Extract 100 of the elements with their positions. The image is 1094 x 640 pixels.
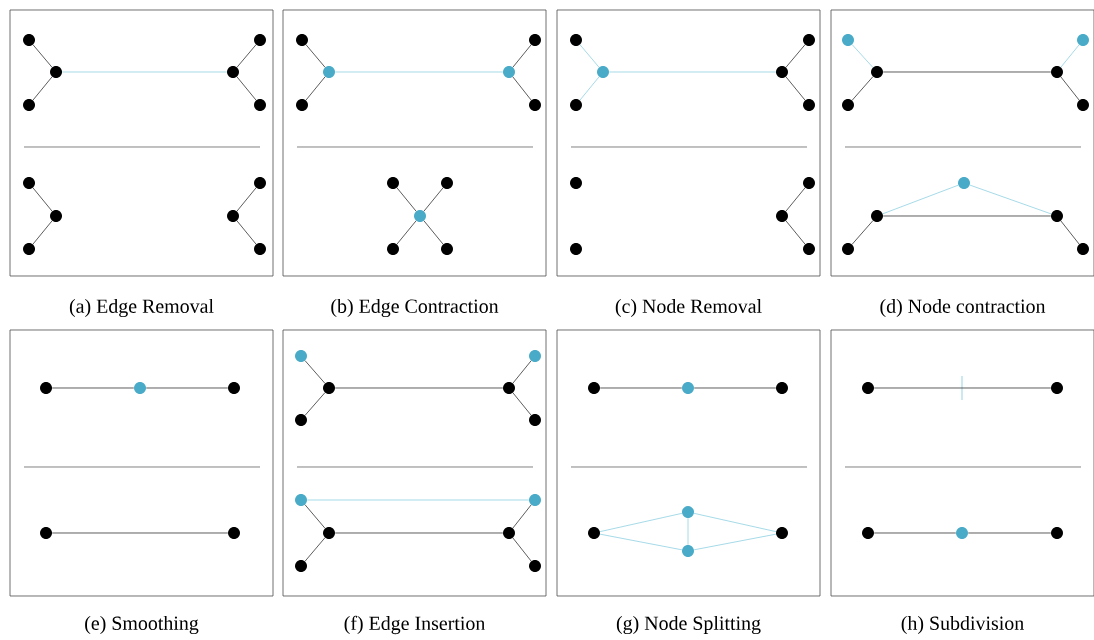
graph-node (503, 382, 515, 394)
graph-node (387, 243, 399, 255)
graph-node (503, 527, 515, 539)
graph-node (23, 99, 35, 111)
graph-node (862, 527, 874, 539)
graph-node (529, 494, 541, 506)
panel-label: (a) Edge Removal (69, 298, 214, 318)
graph-edge (396, 220, 417, 245)
graph-edge (304, 504, 326, 529)
panel-label: (d) Node contraction (880, 298, 1046, 317)
graph-node (529, 414, 541, 426)
graph-edge (32, 44, 53, 68)
graph-node (682, 382, 694, 394)
graph-node (227, 210, 239, 222)
graph-node (295, 494, 307, 506)
graph-edge (785, 187, 806, 212)
panel-label: (b) Edge Contraction (331, 298, 499, 318)
graph-edge (512, 76, 532, 101)
graph-node (570, 34, 582, 46)
graph-node (323, 527, 335, 539)
graph-edge (579, 44, 600, 68)
graph-node (254, 34, 266, 46)
graph-edge (236, 76, 257, 101)
graph-edge (334, 71, 504, 73)
graph-node (23, 34, 35, 46)
graph-edge (305, 44, 326, 68)
graph-node (1077, 243, 1089, 255)
graph-edge (599, 533, 683, 551)
graph-edge (693, 533, 777, 551)
graph-edge (873, 532, 957, 534)
graph-edge (423, 220, 444, 245)
graph-node (23, 243, 35, 255)
graph-node (254, 99, 266, 111)
graph-edge (305, 76, 326, 101)
graph-node (529, 99, 541, 111)
graph-node (956, 527, 968, 539)
graph-edge (599, 512, 683, 533)
graph-node (871, 210, 883, 222)
graph-node (1051, 382, 1063, 394)
graph-node (414, 210, 426, 222)
graph-node (803, 177, 815, 189)
graph-edge (882, 184, 959, 215)
graph-node (570, 99, 582, 111)
graph-node (871, 66, 883, 78)
panel-label: (f) Edge Insertion (344, 615, 486, 635)
graph-edge (851, 44, 874, 68)
graph-node (228, 382, 240, 394)
graph-node (1077, 34, 1089, 46)
graph-node (387, 177, 399, 189)
graph-node (862, 382, 874, 394)
graph-edge (1060, 44, 1080, 68)
graph-node (958, 177, 970, 189)
graph-node (776, 66, 788, 78)
graph-node (570, 243, 582, 255)
graph-edge (1060, 76, 1080, 101)
graph-node (295, 350, 307, 362)
graph-node (776, 210, 788, 222)
graph-node (134, 382, 146, 394)
graph-edge (236, 220, 257, 245)
graph-edge (969, 184, 1052, 215)
graph-edge (236, 44, 257, 68)
graph-edge (599, 387, 683, 389)
graph-edge (51, 532, 229, 534)
graph-edge (32, 220, 53, 245)
graph-node (842, 243, 854, 255)
graph-node (597, 66, 609, 78)
graph-edge (334, 387, 504, 389)
graph-node (254, 177, 266, 189)
graph-node (323, 382, 335, 394)
graph-edge (32, 187, 53, 212)
graph-node (254, 243, 266, 255)
graph-edge (851, 220, 874, 245)
graph-node (529, 560, 541, 572)
graph-edge (512, 537, 532, 562)
graph-edge (579, 76, 600, 101)
graph-node (295, 560, 307, 572)
graph-node (227, 66, 239, 78)
graph-node (1051, 527, 1063, 539)
graph-node (570, 177, 582, 189)
graph-node (682, 506, 694, 518)
graph-node (40, 382, 52, 394)
graph-node (228, 527, 240, 539)
graph-edge (512, 504, 532, 529)
graph-node (50, 210, 62, 222)
graph-edge (608, 71, 777, 73)
graph-edge (61, 71, 228, 73)
graph-edge (51, 387, 135, 389)
graph-edge (32, 76, 53, 101)
graph-edge (882, 71, 1052, 73)
panel-label: (h) Subdivision (901, 615, 1024, 634)
graph-node (1051, 66, 1063, 78)
graph-node (441, 243, 453, 255)
graph-node (682, 545, 694, 557)
graph-node (1077, 99, 1089, 111)
graph-node (776, 527, 788, 539)
panel-label: (c) Node Removal (615, 298, 762, 317)
graph-edge (304, 360, 326, 384)
graph-edge (304, 537, 326, 562)
graph-edge (423, 187, 444, 212)
graph-node (296, 99, 308, 111)
